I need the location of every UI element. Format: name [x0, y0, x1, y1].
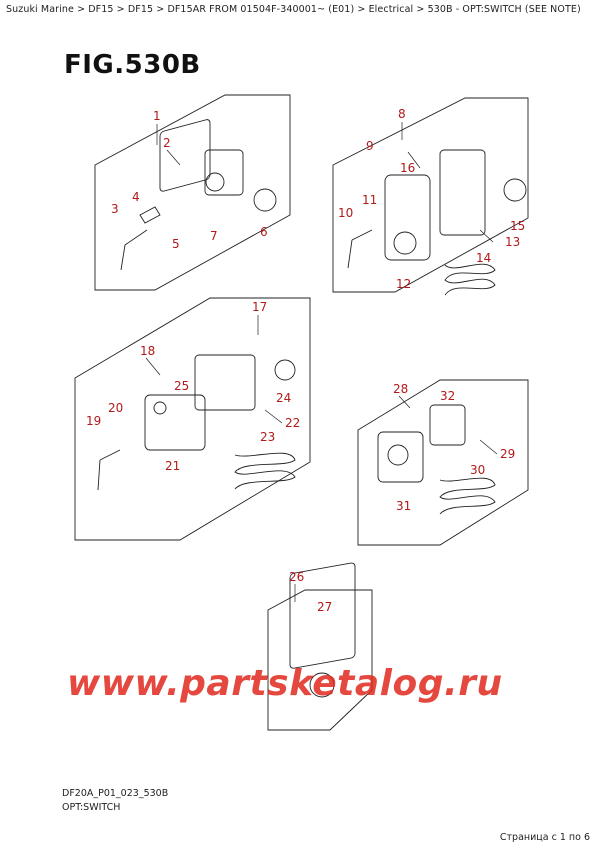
- stop-button-icon: [153, 401, 167, 415]
- leader-lines: [145, 122, 498, 602]
- mounting-plate-icon: [289, 562, 356, 669]
- breadcrumb-separator: >: [153, 4, 168, 15]
- key-switch-icon: [205, 172, 225, 192]
- panel-outline-1: [94, 94, 291, 291]
- callout-19[interactable]: 19: [86, 414, 101, 428]
- callout-6[interactable]: 6: [260, 225, 268, 239]
- switch-plate-icon: [377, 431, 424, 483]
- breadcrumb-item-brand[interactable]: Suzuki Marine: [6, 4, 74, 15]
- callout-4[interactable]: 4: [132, 190, 140, 204]
- callout-5[interactable]: 5: [172, 237, 180, 251]
- callout-2[interactable]: 2: [163, 136, 171, 150]
- breadcrumb-separator: >: [73, 4, 89, 15]
- figure-code: DF20A_P01_023_530B: [62, 788, 169, 799]
- breadcrumb: Suzuki Marine > DF15 > DF15 > DF15AR FRO…: [6, 4, 581, 15]
- switch-plate-icon: [144, 394, 206, 451]
- callout-12[interactable]: 12: [396, 277, 411, 291]
- callout-27[interactable]: 27: [317, 600, 332, 614]
- breadcrumb-item-current: 530B - OPT:SWITCH (SEE NOTE): [427, 4, 581, 15]
- key-icon: [120, 229, 148, 271]
- switch-body-icon: [204, 149, 244, 196]
- connector-cap-icon: [503, 178, 527, 202]
- callout-10[interactable]: 10: [338, 206, 353, 220]
- callout-13[interactable]: 13: [505, 235, 520, 249]
- stop-button-icon: [387, 444, 409, 466]
- component-sketches: [97, 119, 527, 698]
- callout-18[interactable]: 18: [140, 344, 155, 358]
- callout-20[interactable]: 20: [108, 401, 123, 415]
- switch-body-icon: [429, 404, 466, 446]
- key-icon: [97, 449, 121, 491]
- breadcrumb-separator: >: [354, 4, 369, 15]
- breadcrumb-item-group[interactable]: Electrical: [368, 4, 414, 15]
- callout-3[interactable]: 3: [111, 202, 119, 216]
- callout-9[interactable]: 9: [366, 139, 374, 153]
- callout-21[interactable]: 21: [165, 459, 180, 473]
- breadcrumb-item-model[interactable]: DF15: [88, 4, 114, 15]
- panel-outline-3: [74, 297, 311, 541]
- callout-25[interactable]: 25: [174, 379, 189, 393]
- knob-icon: [309, 672, 335, 698]
- callout-17[interactable]: 17: [252, 300, 267, 314]
- page-indicator: Страница с 1 по 6: [499, 832, 590, 843]
- callout-22[interactable]: 22: [285, 416, 300, 430]
- callout-31[interactable]: 31: [396, 499, 411, 513]
- stop-button-icon: [393, 231, 417, 255]
- lanyard-coil-icon: [444, 263, 496, 296]
- callout-16[interactable]: 16: [400, 161, 415, 175]
- callout-23[interactable]: 23: [260, 430, 275, 444]
- connector-cap-icon: [253, 188, 277, 212]
- callout-14[interactable]: 14: [476, 251, 491, 265]
- callout-29[interactable]: 29: [500, 447, 515, 461]
- breadcrumb-item-model-variant[interactable]: DF15: [127, 4, 154, 15]
- callout-7[interactable]: 7: [210, 229, 218, 243]
- switch-plate-icon: [384, 174, 431, 261]
- key-icon: [139, 206, 161, 224]
- watermark: www.partsketalog.ru: [67, 663, 503, 704]
- callout-30[interactable]: 30: [470, 463, 485, 477]
- callout-32[interactable]: 32: [440, 389, 455, 403]
- callout-11[interactable]: 11: [362, 193, 377, 207]
- switch-body-icon: [439, 149, 486, 236]
- callout-26[interactable]: 26: [289, 570, 304, 584]
- figure-subtitle: OPT:SWITCH: [62, 802, 121, 813]
- panel-outline-5: [267, 589, 373, 731]
- panel-outline-2: [332, 97, 529, 293]
- lanyard-coil-icon: [234, 452, 296, 490]
- key-icon: [347, 229, 373, 269]
- figure-title: FIG.530B: [64, 50, 201, 80]
- callout-1[interactable]: 1: [153, 109, 161, 123]
- panel-outline-4: [357, 379, 529, 546]
- callout-8[interactable]: 8: [398, 107, 406, 121]
- breadcrumb-item-serial[interactable]: DF15AR FROM 01504F-340001~ (E01): [167, 4, 355, 15]
- lanyard-coil-icon: [439, 477, 496, 515]
- switch-plate-icon: [159, 119, 211, 192]
- switch-body-icon: [194, 354, 256, 411]
- callout-15[interactable]: 15: [510, 219, 525, 233]
- connector-cap-icon: [274, 359, 296, 381]
- breadcrumb-separator: >: [113, 4, 128, 15]
- breadcrumb-separator: >: [413, 4, 428, 15]
- callout-labels: 1 2 3 4 5 6 7 8 9 10 11 12 13 14 15 16 1…: [86, 107, 525, 614]
- callout-24[interactable]: 24: [276, 391, 291, 405]
- callout-28[interactable]: 28: [393, 382, 408, 396]
